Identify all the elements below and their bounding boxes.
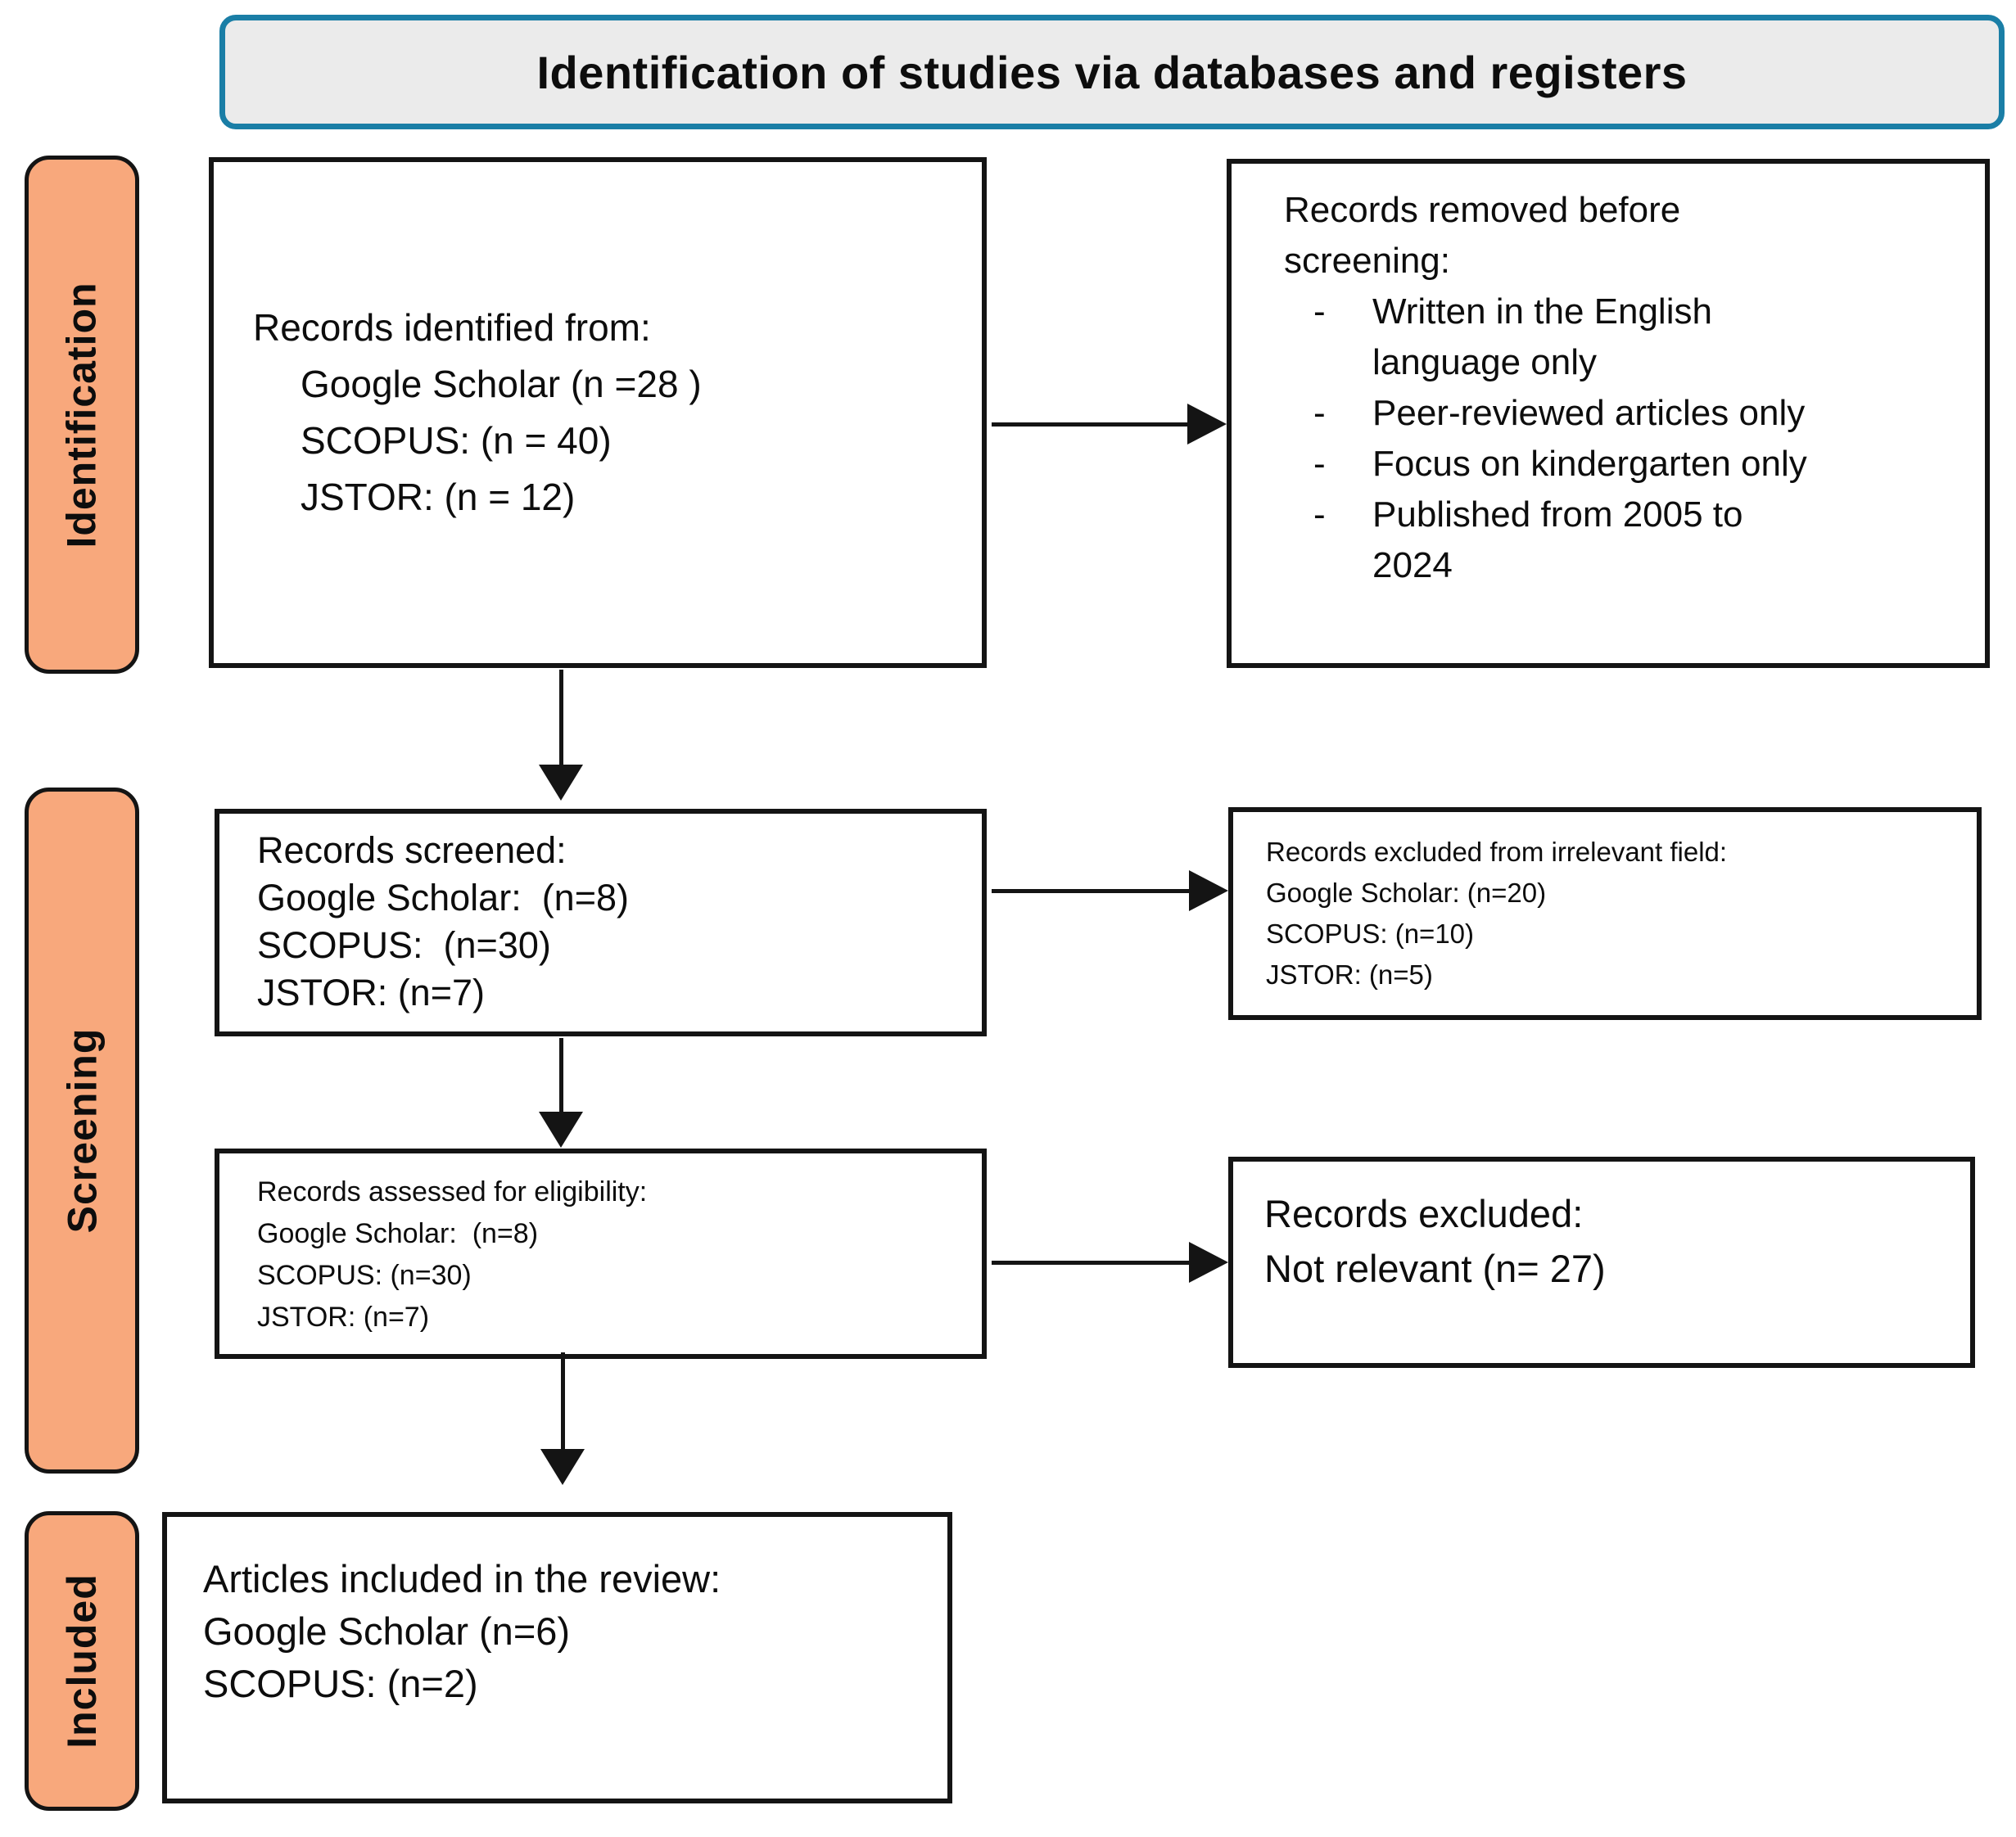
records-excluded-irrelevant-line: SCOPUS: (n=10) <box>1266 918 1475 949</box>
arrow-screened-to-assessed <box>539 1038 583 1148</box>
dash-bullet-marker: - <box>1313 444 1326 484</box>
stage-label-identification: Identification <box>25 156 139 674</box>
records-assessed-heading: Records assessed for eligibility: <box>257 1176 648 1207</box>
arrow-screened-to-excluded <box>992 870 1228 911</box>
records-excluded-not-relevant-line: Not relevant (n= 27) <box>1264 1247 1606 1290</box>
arrow-identified-to-screened <box>539 670 583 801</box>
stage-label-included: Included <box>25 1511 139 1811</box>
records-identified-line: JSTOR: (n = 12) <box>301 476 576 518</box>
arrowhead-down-icon <box>540 1449 585 1485</box>
arrow-shaft <box>992 888 1189 893</box>
arrow-shaft <box>558 670 563 765</box>
stage-label-included-text: Included <box>59 1573 106 1749</box>
records-removed-bullet: - Written in the English language only <box>1313 287 1965 388</box>
arrow-assessed-to-included <box>540 1352 585 1485</box>
arrowhead-right-icon <box>1189 1242 1228 1283</box>
records-removed-bullet: - Published from 2005 to 2024 <box>1313 490 1965 591</box>
records-identified-box: Records identified from: Google Scholar … <box>209 157 987 668</box>
records-assessed-box: Records assessed for eligibility: Google… <box>215 1149 987 1359</box>
records-excluded-not-relevant-box: Records excluded: Not relevant (n= 27) <box>1228 1157 1975 1368</box>
records-identified-line: Google Scholar (n =28 ) <box>301 363 702 405</box>
arrow-shaft <box>558 1038 563 1112</box>
stage-label-screening-text: Screening <box>59 1027 105 1234</box>
records-removed-box: Records removed before screening: - Writ… <box>1227 159 1990 668</box>
stage-label-screening: Screening <box>25 788 139 1474</box>
arrowhead-right-icon <box>1189 870 1228 911</box>
records-removed-bullet-text: Published from 2005 to 2024 <box>1372 494 1743 585</box>
arrow-shaft <box>560 1352 565 1449</box>
records-assessed-line: JSTOR: (n=7) <box>257 1302 430 1333</box>
records-excluded-not-relevant-heading: Records excluded: <box>1264 1192 1584 1235</box>
records-identified-line: SCOPUS: (n = 40) <box>301 419 612 462</box>
dash-bullet-marker: - <box>1313 494 1326 535</box>
records-excluded-irrelevant-line: JSTOR: (n=5) <box>1266 959 1433 990</box>
articles-included-heading: Articles included in the review: <box>203 1557 721 1600</box>
articles-included-line: SCOPUS: (n=2) <box>203 1662 478 1705</box>
records-screened-line: Google Scholar: (n=8) <box>257 877 629 918</box>
arrowhead-down-icon <box>539 1112 583 1148</box>
records-removed-bullet: - Peer-reviewed articles only <box>1313 388 1965 439</box>
stage-label-identification-text: Identification <box>59 281 106 548</box>
records-screened-line: JSTOR: (n=7) <box>257 972 485 1013</box>
records-screened-heading: Records screened: <box>257 829 567 871</box>
dash-bullet-marker: - <box>1313 291 1326 332</box>
records-excluded-irrelevant-heading: Records excluded from irrelevant field: <box>1266 837 1728 867</box>
records-identified-heading: Records identified from: <box>253 306 651 349</box>
dash-bullet-marker: - <box>1313 393 1326 433</box>
arrow-identified-to-removed <box>992 404 1227 445</box>
articles-included-line: Google Scholar (n=6) <box>203 1609 571 1653</box>
records-excluded-irrelevant-box: Records excluded from irrelevant field: … <box>1228 807 1982 1020</box>
records-removed-heading: Records removed before screening: <box>1284 190 1681 281</box>
records-screened-line: SCOPUS: (n=30) <box>257 924 551 966</box>
articles-included-box: Articles included in the review: Google … <box>162 1512 952 1803</box>
records-removed-bullet-text: Focus on kindergarten only <box>1372 444 1807 484</box>
diagram-title: Identification of studies via databases … <box>536 46 1688 98</box>
diagram-title-banner: Identification of studies via databases … <box>219 15 2005 129</box>
records-assessed-line: SCOPUS: (n=30) <box>257 1260 472 1291</box>
arrowhead-down-icon <box>539 765 583 801</box>
arrow-shaft <box>992 1260 1189 1265</box>
arrow-assessed-to-excluded <box>992 1242 1228 1283</box>
arrow-shaft <box>992 422 1187 427</box>
records-removed-bullet: - Focus on kindergarten only <box>1313 439 1965 490</box>
records-removed-bullet-text: Written in the English language only <box>1372 291 1712 382</box>
records-excluded-irrelevant-line: Google Scholar: (n=20) <box>1266 878 1547 908</box>
records-screened-box: Records screened: Google Scholar: (n=8) … <box>215 809 987 1036</box>
records-removed-bullet-text: Peer-reviewed articles only <box>1372 393 1806 433</box>
records-assessed-line: Google Scholar: (n=8) <box>257 1218 539 1249</box>
arrowhead-right-icon <box>1187 404 1227 445</box>
